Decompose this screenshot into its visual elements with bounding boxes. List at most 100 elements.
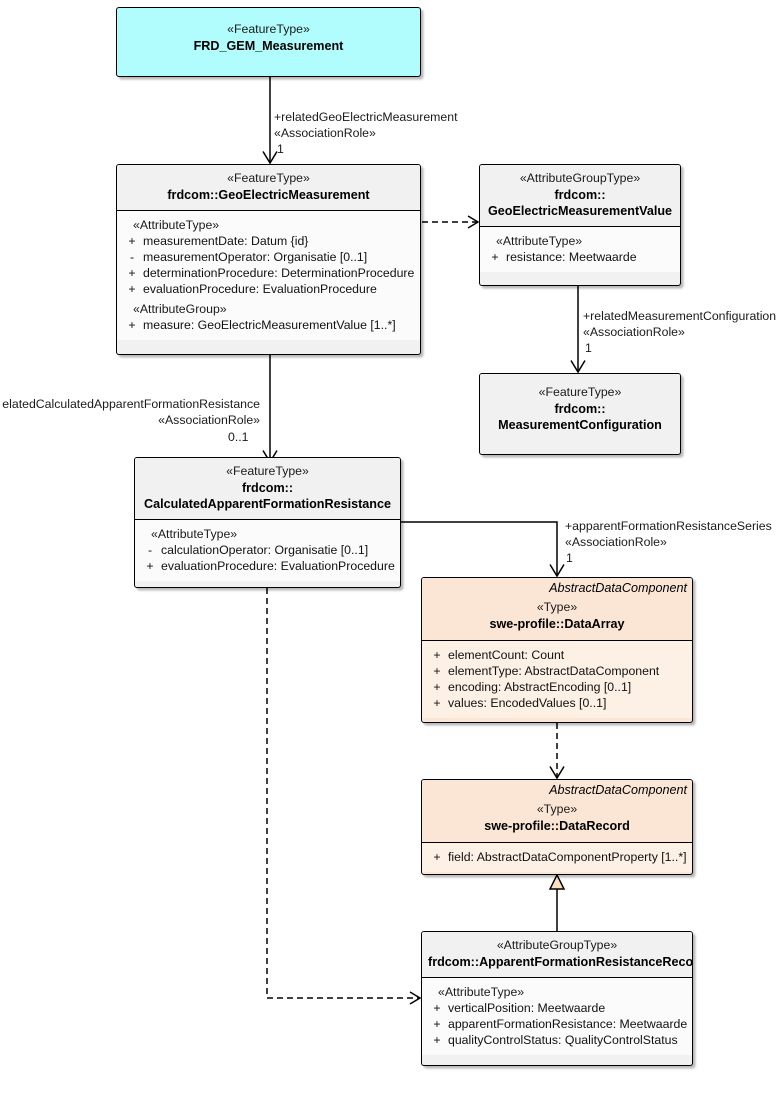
attribute-group-label: «AttributeType» [151, 526, 238, 541]
class-header: AbstractDataComponent «Type» swe-profile… [422, 578, 692, 640]
attribute-visibility: + [433, 1032, 441, 1047]
class-name: frdcom::GeoElectricMeasurement [167, 187, 370, 202]
edge-multiplicity-apparent-formation-resistance-series: 1 [566, 551, 573, 565]
abstract-supertype-label: AbstractDataComponent [549, 581, 687, 595]
attribute-text: apparentFormationResistance: Meetwaarde [448, 1016, 688, 1031]
attribute-text: elementCount: Count [448, 647, 565, 662]
edge-record-dependency [266, 588, 422, 1005]
class-name: frdcom::ApparentFormationResistanceRecor… [428, 954, 693, 969]
attribute-row: + determinationProcedure: DeterminationP… [121, 265, 416, 281]
attribute-text: measure: GeoElectricMeasurementValue [1.… [143, 317, 396, 332]
class-header: «FeatureType» frdcom:: CalculatedApparen… [135, 458, 400, 519]
class-header: «AttributeGroupType» frdcom:: GeoElectri… [480, 165, 680, 226]
class-header: «FeatureType» frdcom:: MeasurementConfig… [480, 374, 680, 440]
edge-role-label: +apparentFormationResistanceSeries [565, 519, 772, 533]
edge-role-label: +relatedGeoElectricMeasurement [274, 110, 458, 124]
class-stereotype: «FeatureType» [538, 385, 622, 399]
class-header: «FeatureType» frdcom::GeoElectricMeasure… [117, 165, 420, 210]
class-node-apparent-formation-resistance-record[interactable]: «AttributeGroupType» frdcom::ApparentFor… [421, 931, 693, 1066]
attribute-group-label: «AttributeType» [133, 217, 220, 232]
class-stereotype: «FeatureType» [226, 464, 309, 478]
edge-stereotype-label: «AssociationRole» [583, 325, 685, 340]
attribute-row: + elementCount: Count [426, 647, 688, 663]
attribute-visibility: - [129, 249, 135, 264]
attribute-text: resistance: Meetwaarde [506, 249, 637, 264]
class-node-data-array[interactable]: AbstractDataComponent «Type» swe-profile… [421, 577, 693, 723]
attribute-text: evaluationProcedure: EvaluationProcedure [143, 281, 377, 296]
attribute-text: values: EncodedValues [0..1] [448, 695, 607, 710]
edge-multiplicity-related-calculated-apparent-formation-resistance: 0..1 [228, 430, 249, 444]
edge-multiplicity-related-geo-electric-measurement: 1 [277, 142, 284, 156]
attribute-visibility: + [433, 695, 441, 710]
attribute-row: + verticalPosition: Meetwaarde [426, 1000, 688, 1016]
edge-multiplicity-related-measurement-configuration: 1 [585, 341, 592, 355]
attribute-text: elementType: AbstractDataComponent [448, 663, 660, 678]
attribute-text: qualityControlStatus: QualityControlStat… [448, 1032, 678, 1047]
class-name: FRD_GEM_Measurement [193, 38, 344, 53]
attribute-text: calculationOperator: Organisatie [0..1] [161, 542, 369, 557]
class-node-measurement-configuration[interactable]: «FeatureType» frdcom:: MeasurementConfig… [479, 373, 681, 455]
edge-stereotype-label: «AssociationRole» [158, 413, 260, 428]
attribute-visibility: + [128, 265, 136, 280]
attribute-row: - calculationOperator: Organisatie [0..1… [139, 542, 396, 558]
edge-role-label: +relatedMeasurementConfiguration [583, 309, 777, 323]
class-attributes-compartment: «AttributeType» + verticalPosition: Meet… [422, 976, 692, 1055]
attribute-row: + values: EncodedValues [0..1] [426, 695, 688, 711]
class-header: «FeatureType» FRD_GEM_Measurement [117, 8, 420, 61]
class-name: swe-profile::DataArray [489, 616, 625, 631]
edge-label-related-calculated-apparent-formation-resistance: elatedCalculatedApparentFormationResista… [0, 396, 260, 429]
attribute-row: + resistance: Meetwaarde [484, 249, 676, 265]
class-name-line-1: frdcom:: [554, 187, 606, 202]
class-node-geo-electric-measurement[interactable]: «FeatureType» frdcom::GeoElectricMeasure… [116, 164, 421, 355]
attribute-visibility: + [433, 679, 441, 694]
attribute-row: + field: AbstractDataComponentProperty [… [426, 849, 688, 865]
edge-label-apparent-formation-resistance-series: +apparentFormationResistanceSeries «Asso… [565, 518, 772, 551]
class-name: swe-profile::DataRecord [484, 818, 630, 833]
edge-role-label: elatedCalculatedApparentFormationResista… [2, 397, 260, 411]
attribute-text: field: AbstractDataComponentProperty [1.… [448, 849, 687, 864]
class-node-data-record[interactable]: AbstractDataComponent «Type» swe-profile… [421, 779, 693, 875]
class-stereotype: «FeatureType» [227, 171, 310, 185]
attribute-row: + measure: GeoElectricMeasurementValue [… [121, 317, 416, 333]
attribute-row: + elementType: AbstractDataComponent [426, 663, 688, 679]
class-name-line-2: CalculatedApparentFormationResistance [143, 496, 392, 511]
attribute-group-label: «AttributeType» [496, 233, 583, 248]
class-stereotype: «AttributeGroupType» [496, 938, 618, 952]
edge-apparent-formation-resistance-series [401, 521, 565, 578]
class-stereotype: «Type» [536, 600, 578, 615]
attribute-visibility: + [128, 281, 136, 296]
class-attributes-compartment: + elementCount: Count + elementType: Abs… [422, 639, 692, 718]
class-node-calculated-apparent-formation-resistance[interactable]: «FeatureType» frdcom:: CalculatedApparen… [134, 457, 401, 588]
abstract-supertype-label: AbstractDataComponent [549, 783, 687, 797]
attribute-row: + qualityControlStatus: QualityControlSt… [426, 1032, 688, 1048]
class-node-frd-gem-measurement[interactable]: «FeatureType» FRD_GEM_Measurement [116, 7, 421, 77]
class-stereotype: «FeatureType» [227, 22, 310, 36]
attribute-text: determinationProcedure: DeterminationPro… [143, 265, 415, 280]
class-attributes-compartment: «AttributeType» + measurementDate: Datum… [117, 209, 420, 340]
class-name-line-2: GeoElectricMeasurementValue [487, 203, 673, 218]
attribute-visibility: + [146, 558, 154, 573]
attribute-row: + evaluationProcedure: EvaluationProcedu… [139, 558, 396, 574]
attribute-row: + evaluationProcedure: EvaluationProcedu… [121, 281, 416, 297]
attribute-visibility: + [433, 647, 441, 662]
attribute-row: - measurementOperator: Organisatie [0..1… [121, 249, 416, 265]
attribute-visibility: + [433, 1000, 441, 1015]
attribute-text: measurementDate: Datum {id} [143, 233, 309, 248]
attribute-text: evaluationProcedure: EvaluationProcedure [161, 558, 395, 573]
attribute-text: measurementOperator: Organisatie [0..1] [143, 249, 368, 264]
class-stereotype: «Type» [536, 802, 578, 817]
class-attributes-compartment: «AttributeType» + resistance: Meetwaarde [480, 225, 680, 272]
attribute-group-label: «AttributeGroup» [133, 301, 227, 316]
attribute-row: + apparentFormationResistance: Meetwaard… [426, 1016, 688, 1032]
edge-label-related-measurement-configuration: +relatedMeasurementConfiguration «Associ… [583, 308, 776, 341]
edge-stereotype-label: «AssociationRole» [274, 126, 376, 141]
attribute-group-label: «AttributeType» [438, 984, 525, 999]
class-header: AbstractDataComponent «Type» swe-profile… [422, 780, 692, 842]
attribute-visibility: + [128, 233, 136, 248]
class-header: «AttributeGroupType» frdcom::ApparentFor… [422, 932, 692, 977]
attribute-visibility: + [433, 849, 441, 864]
class-node-geo-electric-measurement-value[interactable]: «AttributeGroupType» frdcom:: GeoElectri… [479, 164, 681, 286]
attribute-visibility: + [433, 663, 441, 678]
class-stereotype: «AttributeGroupType» [519, 171, 641, 185]
